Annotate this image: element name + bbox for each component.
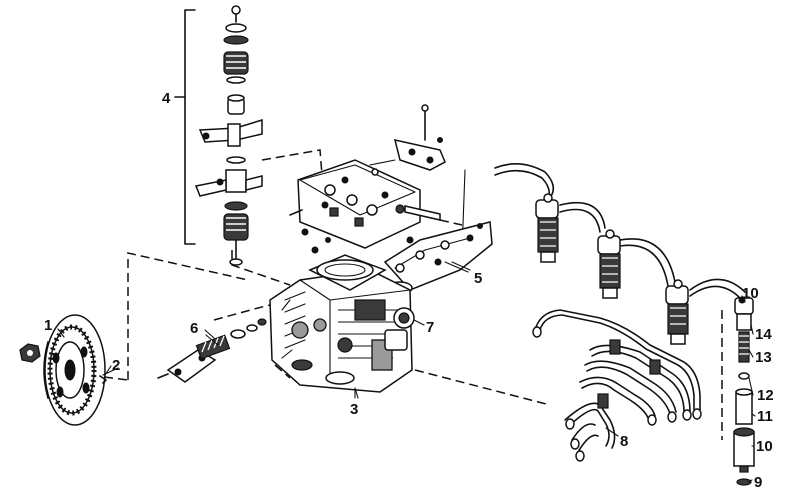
callout-5: 5 xyxy=(474,270,482,287)
callout-14: 14 xyxy=(755,326,772,343)
callout-12: 12 xyxy=(757,387,774,404)
callout-2: 2 xyxy=(112,357,120,374)
callout-9: 9 xyxy=(754,474,762,491)
callout-4: 4 xyxy=(162,90,171,107)
timing-gear xyxy=(43,314,106,426)
governor-assembly xyxy=(174,5,263,266)
callout-10-top: 10 xyxy=(742,285,759,302)
fuel-pipes xyxy=(532,309,702,462)
callout-13: 13 xyxy=(755,349,772,366)
callout-7: 7 xyxy=(426,319,434,336)
leak-off-pipe xyxy=(494,163,746,299)
callout-8: 8 xyxy=(620,433,628,450)
plunger-assembly xyxy=(157,318,267,383)
injector-2 xyxy=(597,229,621,299)
callout-leaders xyxy=(57,261,756,483)
injector-3 xyxy=(665,279,689,345)
injector-1 xyxy=(535,193,559,263)
control-linkage xyxy=(369,104,446,176)
gear-nut xyxy=(19,343,41,363)
callout-3: 3 xyxy=(350,401,358,418)
pump-cover xyxy=(289,159,441,254)
callout-6: 6 xyxy=(190,320,198,337)
callout-10-bottom: 10 xyxy=(756,438,773,455)
injection-pump-body xyxy=(269,254,415,393)
injector-exploded xyxy=(721,296,755,486)
callout-11: 11 xyxy=(757,408,773,425)
callout-1: 1 xyxy=(44,317,52,334)
